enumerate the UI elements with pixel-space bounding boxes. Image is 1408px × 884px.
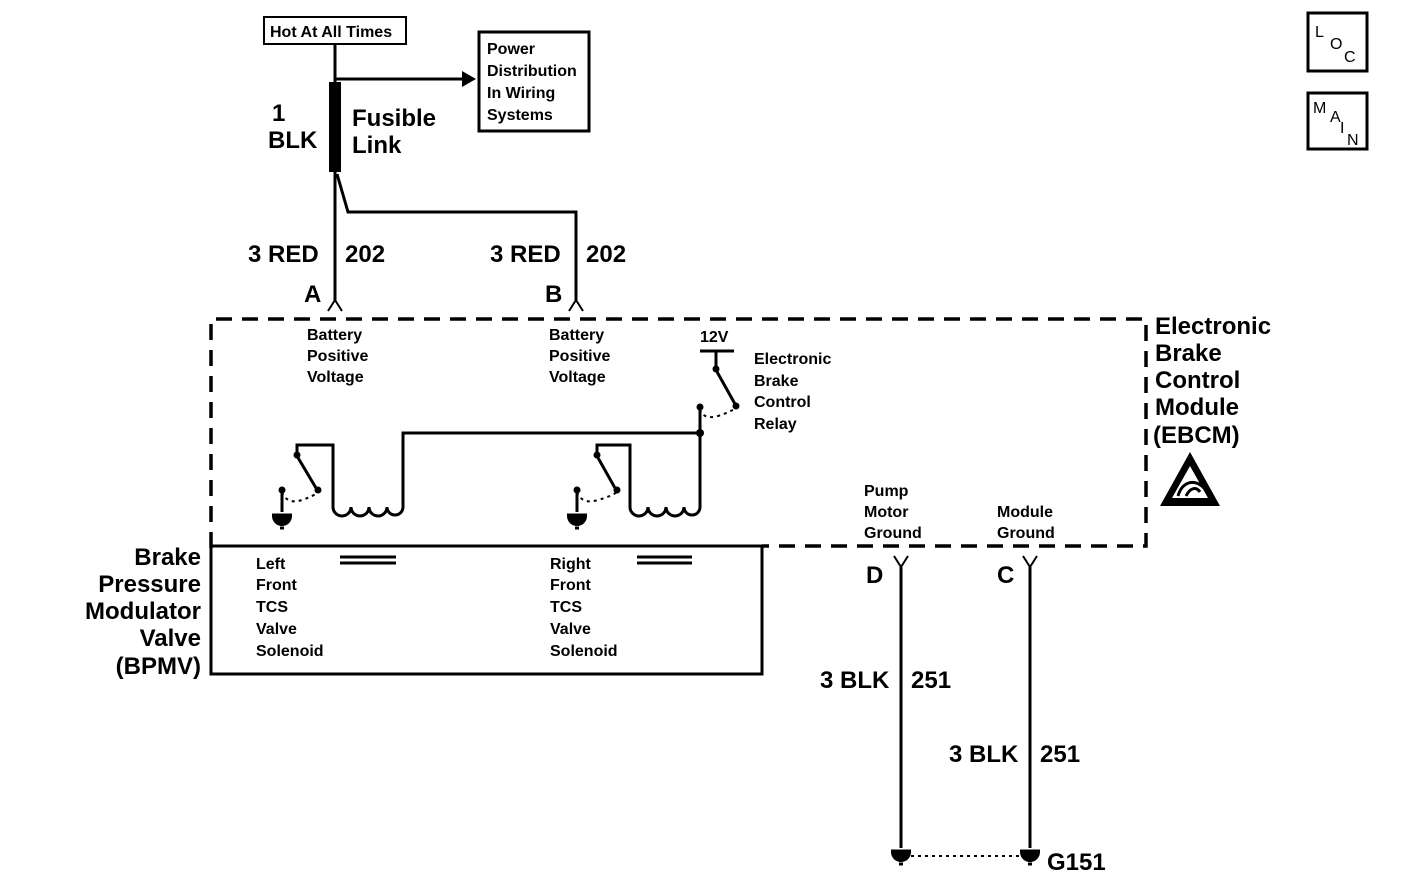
arrow-head-icon [462, 71, 476, 87]
svg-text:I: I [1340, 120, 1344, 137]
left-solenoid-1: Left [256, 556, 286, 573]
bpmv-name-2: Pressure [98, 571, 201, 598]
right-solenoid-2: Front [550, 577, 592, 594]
ebcm-name-2: Brake [1155, 340, 1222, 367]
connector-c-icon [1022, 555, 1038, 569]
wire-b-red [335, 173, 578, 300]
loc-button[interactable]: L O C [1306, 11, 1369, 73]
right-solenoid-1: Right [550, 556, 592, 573]
power-dist-line-2: Distribution [487, 63, 577, 80]
ebcm-name-1: Electronic [1155, 313, 1271, 340]
svg-text:C: C [1344, 49, 1356, 66]
bpmv-name-5: (BPMV) [116, 653, 201, 680]
left-solenoid-3: TCS [256, 599, 288, 616]
hot-at-all-times-label: Hot At All Times [270, 24, 392, 41]
wire-d-circuit: 251 [911, 667, 951, 694]
ground-c-icon [1020, 849, 1040, 866]
bpmv-outline [209, 544, 764, 676]
relay-label-4: Relay [754, 416, 797, 433]
pump-ground-2: Motor [864, 504, 908, 521]
ebcm-name-4: Module [1155, 394, 1239, 421]
bpmv-name-3: Modulator [85, 598, 201, 625]
pump-ground-1: Pump [864, 483, 909, 500]
relay-switch-icon [714, 369, 737, 405]
pin-a-func-3: Voltage [307, 369, 364, 386]
right-solenoid-3: TCS [550, 599, 582, 616]
wire-a-circuit: 202 [345, 241, 385, 268]
relay-label-1: Electronic [754, 351, 831, 368]
bpmv-name-4: Valve [140, 625, 201, 652]
svg-text:N: N [1347, 132, 1359, 149]
pin-a-label: A [304, 281, 321, 308]
connector-d-icon [893, 555, 909, 569]
svg-text:A: A [1330, 109, 1341, 126]
relay-to-left-coil-wire [401, 431, 700, 507]
wire-b-circuit: 202 [586, 241, 626, 268]
ebcm-outline [209, 317, 1148, 548]
connector-a-icon [327, 298, 343, 312]
wire-c-circuit: 251 [1040, 741, 1080, 768]
ebcm-name-5: (EBCM) [1153, 422, 1240, 449]
pin-b-label: B [545, 281, 562, 308]
fusible-color: BLK [268, 127, 318, 154]
left-solenoid-5: Solenoid [256, 643, 324, 660]
left-solenoid-2: Front [256, 577, 298, 594]
power-dist-line-1: Power [487, 41, 535, 58]
hot-at-all-times-box: Hot At All Times [263, 16, 407, 45]
fusible-gauge: 1 [272, 100, 285, 127]
relay-label-3: Control [754, 394, 811, 411]
svg-text:L: L [1315, 24, 1324, 41]
right-coil-icon [628, 506, 702, 518]
main-button[interactable]: M A I N [1306, 91, 1369, 151]
pin-d-label: D [866, 562, 883, 589]
wire-b-gauge-color: 3 RED [490, 241, 561, 268]
module-ground-1: Module [997, 504, 1053, 521]
fusible-name-2: Link [352, 132, 402, 159]
ebcm-name-3: Control [1155, 367, 1240, 394]
fusible-name-1: Fusible [352, 105, 436, 132]
pin-a-func-2: Positive [307, 348, 368, 365]
connector-b-icon [568, 298, 584, 312]
pin-b-func-1: Battery [549, 327, 604, 344]
ground-name: G151 [1047, 849, 1106, 876]
left-solenoid-4: Valve [256, 621, 297, 638]
pin-c-label: C [997, 562, 1014, 589]
fusible-link-icon [329, 82, 341, 172]
svg-text:O: O [1330, 36, 1342, 53]
right-solenoid-4: Valve [550, 621, 591, 638]
wire-c-gauge-color: 3 BLK [949, 741, 1019, 768]
bpmv-name-1: Brake [134, 544, 201, 571]
pin-a-func-1: Battery [307, 327, 362, 344]
right-driver-switch [567, 443, 632, 530]
svg-text:M: M [1313, 100, 1326, 117]
pin-b-func-3: Voltage [549, 369, 606, 386]
ground-d-icon [891, 849, 911, 866]
pin-b-func-2: Positive [549, 348, 610, 365]
wire-d-gauge-color: 3 BLK [820, 667, 890, 694]
module-ground-2: Ground [997, 525, 1055, 542]
pump-ground-3: Ground [864, 525, 922, 542]
left-driver-switch [272, 443, 335, 530]
wire-a-gauge-color: 3 RED [248, 241, 319, 268]
esd-warning-icon [1160, 452, 1220, 506]
relay-label-2: Brake [754, 373, 799, 390]
right-solenoid-5: Solenoid [550, 643, 618, 660]
power-distribution-box[interactable]: Power Distribution In Wiring Systems [477, 30, 591, 133]
power-dist-line-3: In Wiring [487, 85, 555, 102]
left-coil-icon [331, 506, 405, 518]
relay-voltage: 12V [700, 329, 729, 346]
power-dist-line-4: Systems [487, 107, 553, 124]
